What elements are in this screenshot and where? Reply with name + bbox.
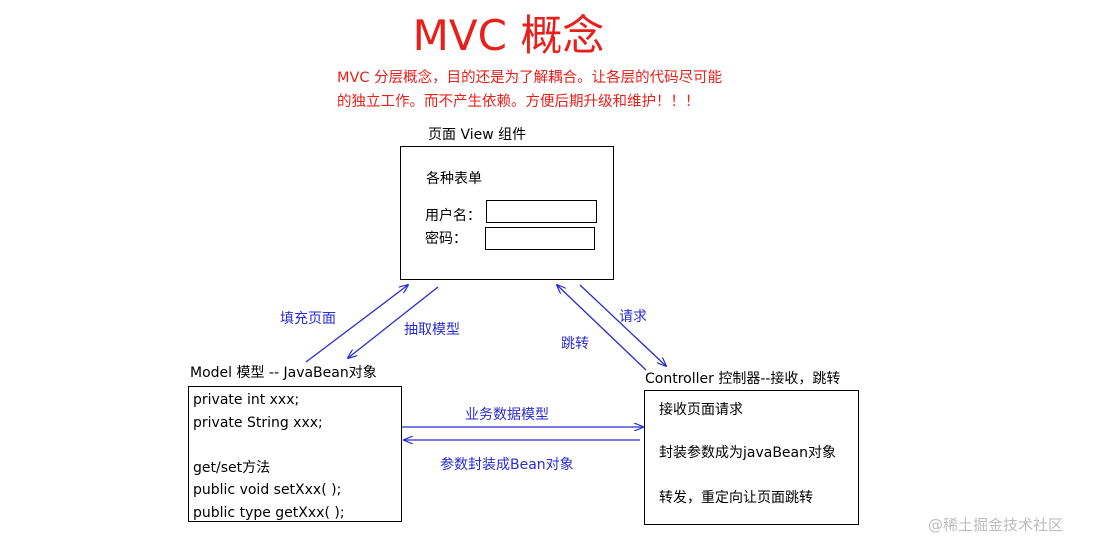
diagram-title: MVC 概念 — [412, 11, 605, 60]
model-heading: Model 模型 -- JavaBean对象 — [190, 365, 377, 381]
model-box — [188, 386, 402, 522]
label-business-model: 业务数据模型 — [465, 407, 549, 423]
controller-line: 转发，重定向让页面跳转 — [659, 490, 813, 506]
label-fill-page: 填充页面 — [280, 311, 336, 327]
view-heading: 页面 View 组件 — [428, 127, 527, 143]
model-line: public type getXxx( ); — [193, 504, 345, 521]
model-line: public void setXxx( ); — [193, 482, 342, 498]
username-field — [486, 200, 597, 223]
arrow-request — [579, 284, 666, 366]
label-extract-model: 抽取模型 — [404, 322, 460, 338]
view-form-title: 各种表单 — [426, 171, 482, 187]
controller-line: 封装参数成为javaBean对象 — [659, 445, 837, 461]
label-jump: 跳转 — [561, 336, 589, 352]
arrow-fill-page — [305, 285, 408, 363]
arrow-extract-model — [348, 286, 439, 358]
description: MVC 分层概念，目的还是为了解耦合。让各层的代码尽可能 的独立工作。而不产生依… — [337, 66, 722, 114]
model-content: private int xxx; private String xxx; get… — [193, 389, 345, 524]
label-request: 请求 — [619, 309, 647, 325]
controller-box — [644, 390, 859, 525]
password-label: 密码： — [425, 231, 467, 247]
username-label: 用户名： — [425, 208, 481, 224]
model-line: get/set方法 — [193, 459, 271, 476]
description-line-1: MVC 分层概念，目的还是为了解耦合。让各层的代码尽可能 — [337, 70, 723, 86]
controller-heading: Controller 控制器--接收，跳转 — [645, 371, 841, 387]
watermark: @稀土掘金技术社区 — [928, 516, 1064, 534]
label-wrap-params: 参数封装成Bean对象 — [440, 457, 574, 473]
arrow-jump — [557, 285, 647, 371]
model-line: private String xxx; — [193, 414, 323, 431]
model-line: private int xxx; — [193, 392, 300, 408]
password-field — [485, 227, 595, 250]
controller-line: 接收页面请求 — [659, 402, 743, 418]
description-line-2: 的独立工作。而不产生依赖。方便后期升级和维护！！！ — [337, 94, 700, 110]
